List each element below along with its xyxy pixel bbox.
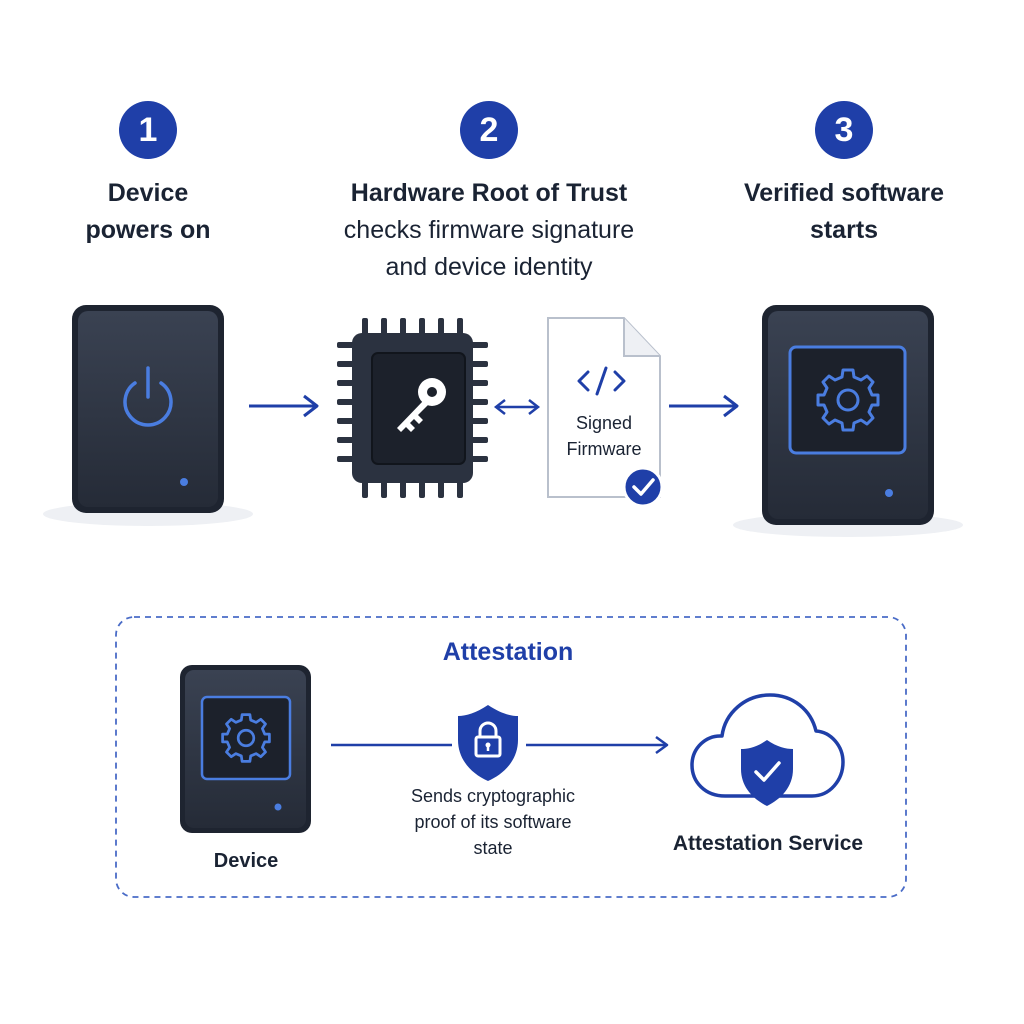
gear-icon [221, 713, 271, 763]
step-3-number: 3 [834, 110, 854, 149]
cloud-icon [690, 693, 845, 798]
attestation-message-line2: proof of its software [414, 812, 572, 832]
firmware-label: Signed Firmware [548, 410, 660, 462]
firmware-label-line2: Firmware [566, 439, 642, 459]
step-2-title: Hardware Root of Trust checks firmware s… [319, 175, 659, 286]
document-icon [547, 317, 661, 498]
step-1-number: 1 [138, 110, 158, 149]
attestation-device [180, 665, 311, 833]
step-1-title: Device powers on [0, 175, 318, 249]
step-1-title-line1: Device [107, 179, 189, 207]
step-2-number: 2 [479, 110, 499, 149]
arrow-icon [669, 394, 739, 418]
step-3-badge: 3 [815, 101, 873, 159]
step-3-title: Verified software starts [674, 175, 1014, 249]
attestation-message-line3: state [473, 838, 513, 858]
check-badge-icon [622, 466, 664, 508]
step-2-title-line1: Hardware Root of Trust [350, 179, 628, 207]
code-icon [577, 366, 626, 396]
status-led [274, 803, 282, 811]
firmware-label-line1: Signed [575, 413, 633, 433]
step-2-title-line2: checks firmware signature [343, 216, 635, 244]
gear-icon [816, 368, 880, 432]
device-powers-on [43, 305, 253, 526]
attestation-title: Attestation [442, 638, 574, 666]
chip-icon [337, 318, 488, 498]
key-icon [397, 378, 446, 432]
step-3-title-line2: starts [809, 216, 879, 244]
bidirectional-arrow-icon [493, 399, 541, 415]
boot-flow-diagram [43, 305, 963, 537]
arrow-icon [249, 394, 319, 418]
shield-check-icon [741, 740, 793, 806]
device-verified-software [733, 305, 963, 537]
step-2-title-line3: and device identity [385, 253, 593, 281]
step-3-title-line1: Verified software [743, 179, 945, 207]
step-1-badge: 1 [119, 101, 177, 159]
status-led [180, 478, 188, 486]
arrow-icon [526, 735, 669, 755]
status-led [885, 489, 893, 497]
step-1-title-line2: powers on [85, 216, 211, 244]
attestation-service-label: Attestation Service [672, 832, 864, 855]
attestation-device-label: Device [213, 850, 279, 872]
attestation-message-line1: Sends cryptographic [410, 786, 576, 806]
lock-shield-icon [458, 705, 518, 781]
power-icon [123, 366, 173, 427]
step-2-badge: 2 [460, 101, 518, 159]
attestation-message: Sends cryptographic proof of its softwar… [373, 783, 613, 861]
